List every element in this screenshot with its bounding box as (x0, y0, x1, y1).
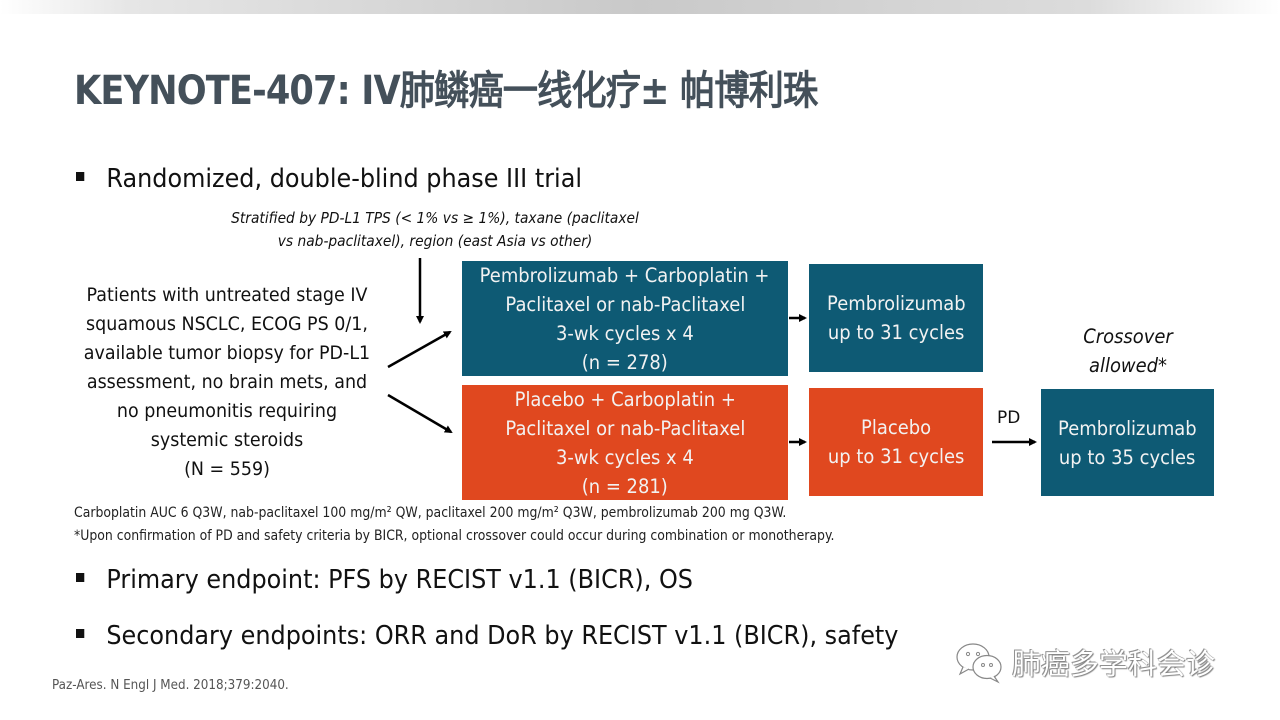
arm-placebo-box: Placebo + Carboplatin + Paclitaxel or na… (462, 385, 788, 500)
crossover-footnote: *Upon confirmation of PD and safety crit… (74, 528, 835, 544)
bullet-square-icon (76, 172, 85, 181)
maintenance-pembrolizumab-box: Pembrolizumab up to 31 cycles (809, 264, 983, 372)
bullet-primary-endpoint: Primary endpoint: PFS by RECIST v1.1 (BI… (76, 565, 693, 595)
bullet-square-icon (76, 573, 85, 582)
randomize-arrow-arm2 (387, 393, 453, 434)
crossover-pembrolizumab-box: Pembrolizumab up to 35 cycles (1041, 389, 1214, 496)
bullet-square-icon (76, 629, 85, 638)
randomize-arrow-arm1 (387, 330, 452, 369)
crossover-label: Crossover allowed* (1083, 325, 1173, 377)
top-gradient-bar (0, 0, 1280, 14)
arm-pembrolizumab-box: Pembrolizumab + Carboplatin + Paclitaxel… (462, 261, 788, 376)
citation: Paz-Ares. N Engl J Med. 2018;379:2040. (52, 678, 289, 693)
stratification-note: Stratified by PD-L1 TPS (< 1% vs ≥ 1%), … (231, 209, 639, 250)
wechat-icon (956, 643, 1002, 684)
patient-population: Patients with untreated stage IV squamou… (83, 284, 371, 480)
watermark: 肺癌多学科会诊 (954, 640, 1215, 684)
slide-title: KEYNOTE-407: IV肺鳞癌一线化疗± 帕博利珠 (74, 68, 818, 114)
dosing-footnote: Carboplatin AUC 6 Q3W, nab-paclitaxel 10… (74, 505, 787, 521)
bullet-trial-design: Randomized, double-blind phase III trial (76, 164, 582, 194)
maintenance-placebo-box: Placebo up to 31 cycles (809, 388, 983, 496)
bullet-secondary-endpoints: Secondary endpoints: ORR and DoR by RECI… (76, 621, 898, 651)
watermark-text: 肺癌多学科会诊 (1012, 647, 1216, 681)
pd-label: PD (997, 408, 1021, 428)
